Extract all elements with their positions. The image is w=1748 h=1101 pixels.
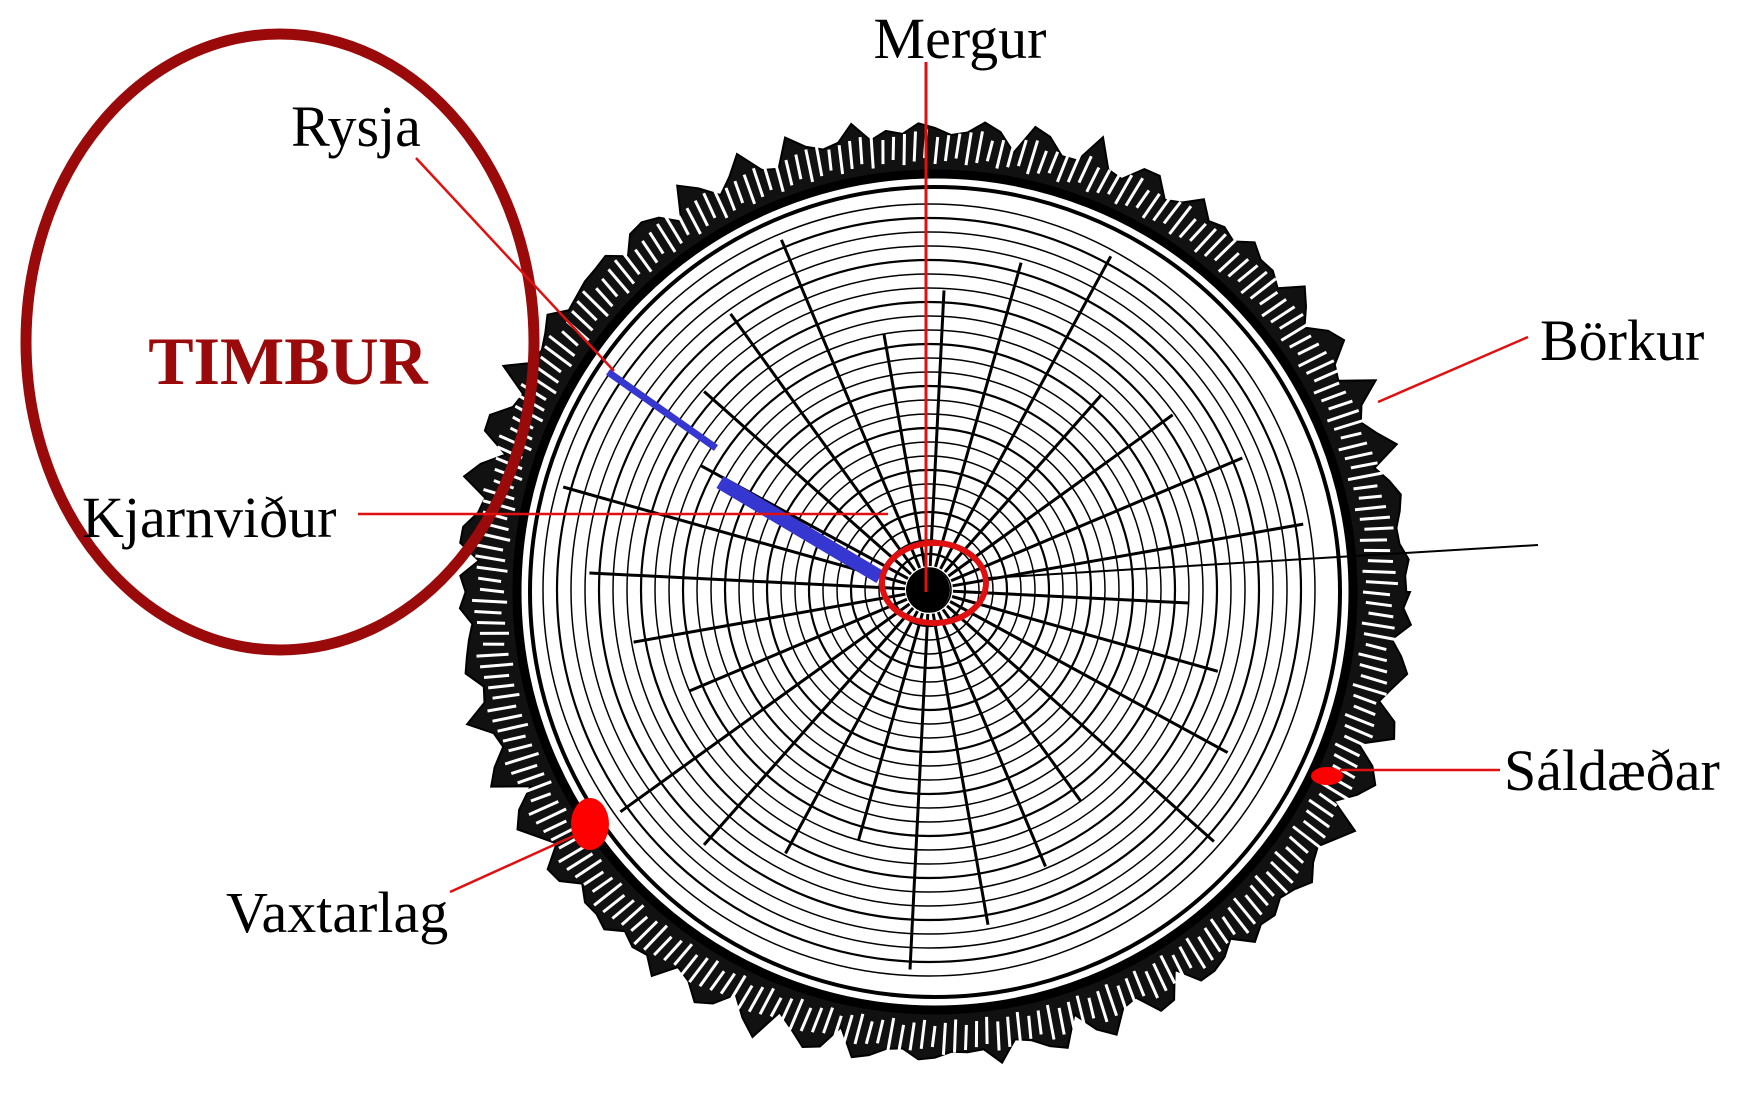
bark-texture-stroke: [860, 137, 862, 164]
timbur-title: TIMBUR: [148, 323, 428, 399]
bark-texture-stroke: [477, 654, 509, 656]
bark-texture-stroke: [966, 1025, 967, 1050]
vaxtarlag-marker: [571, 798, 609, 850]
mergur-label: Mergur: [874, 6, 1047, 71]
bark-texture-stroke: [943, 1023, 945, 1055]
bark-texture-stroke: [472, 600, 507, 602]
pith: [906, 568, 950, 612]
rysja-label: Rysja: [291, 94, 421, 159]
bark-texture-stroke: [1360, 540, 1387, 541]
vaxtarlag-label: Vaxtarlag: [226, 880, 448, 945]
bark-texture-stroke: [1368, 561, 1393, 562]
borkur-label: Börkur: [1540, 308, 1704, 373]
bark-texture-stroke: [904, 134, 905, 165]
bark-texture-stroke: [893, 137, 894, 160]
bark-texture-stroke: [1364, 528, 1393, 529]
bark-texture-stroke: [987, 1017, 988, 1044]
rysja-leader-line: [416, 158, 614, 371]
bark-texture-stroke: [914, 131, 915, 161]
kjarnvidur-label: Kjarnviður: [82, 485, 337, 550]
bark-texture-stroke: [955, 1020, 956, 1053]
bark-texture-stroke: [484, 675, 509, 677]
bark-texture-stroke: [1363, 571, 1396, 572]
saldaedar-marker: [1311, 767, 1343, 785]
bark-texture-stroke: [1366, 582, 1398, 584]
saldaedar-label: Sáldæðar: [1504, 738, 1720, 803]
bark-texture-stroke: [477, 623, 505, 624]
bark-texture-stroke: [998, 1021, 999, 1050]
bark-texture-stroke: [474, 612, 501, 614]
borkur-leader-line: [1378, 337, 1528, 402]
